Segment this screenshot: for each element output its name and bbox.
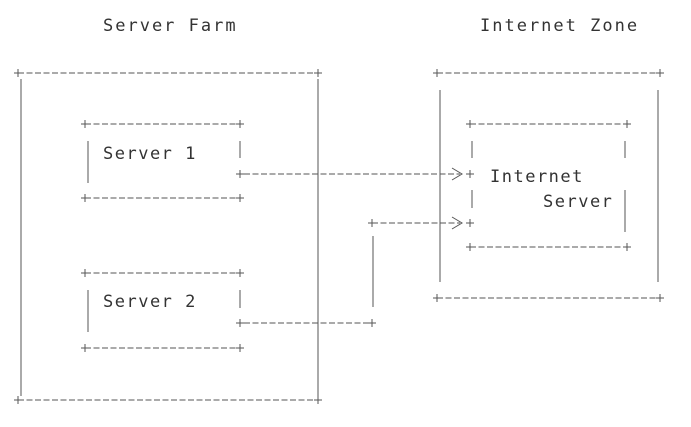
server-1-label: Server 1: [103, 144, 197, 164]
internet-zone: [433, 69, 664, 302]
internet-server-label-line1: Internet: [490, 167, 584, 187]
internet-zone-title: Internet Zone: [480, 16, 639, 36]
server-2-node: Server 2: [81, 269, 244, 352]
connector-server-2-to-internet-server: [244, 216, 474, 327]
server-farm-zone: [14, 69, 322, 404]
server-2-label: Server 2: [103, 292, 197, 312]
internet-server-node: Internet Server: [466, 120, 631, 251]
internet-server-label-line2: Server: [543, 192, 613, 212]
connector-server-1-to-internet-server: [244, 167, 474, 181]
server-1-node: Server 1: [81, 120, 244, 202]
server-farm-title: Server Farm: [103, 16, 238, 36]
